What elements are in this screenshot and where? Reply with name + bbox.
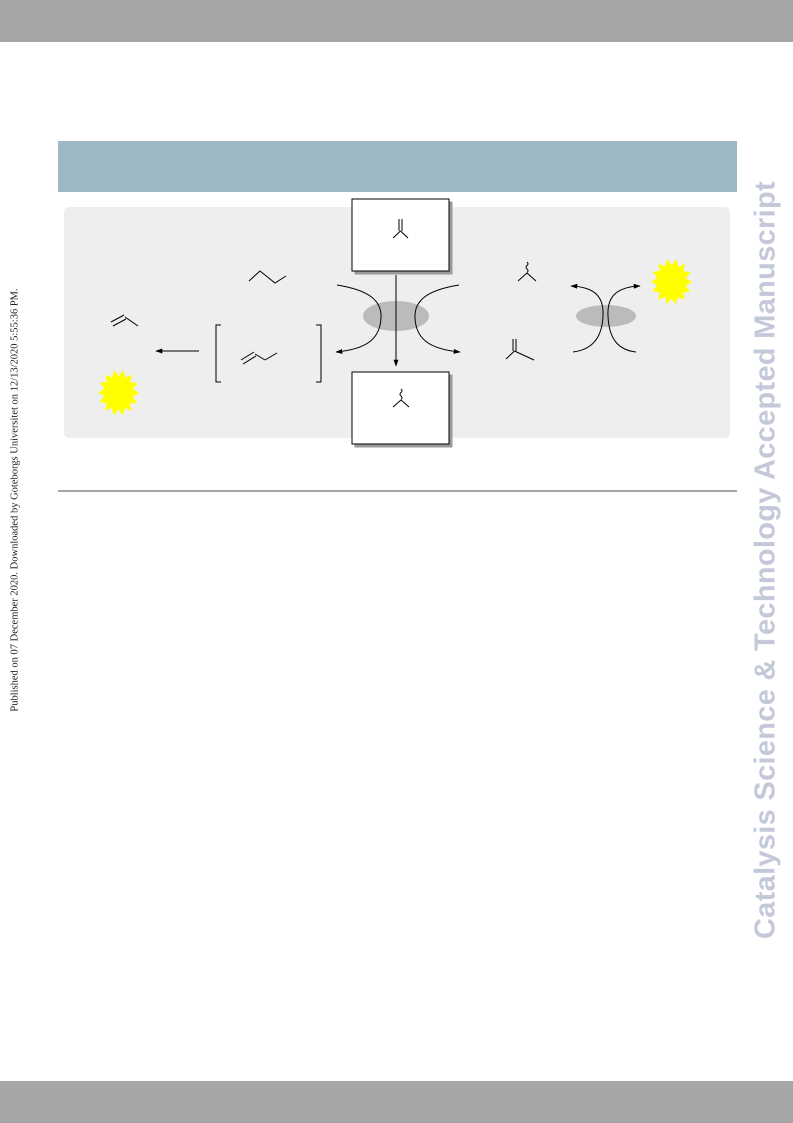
catalyst-ellipse-right [576, 305, 636, 327]
isobutene-structure [392, 219, 409, 239]
bracket-right [316, 324, 322, 383]
section-rule [58, 490, 737, 492]
isobutane-right-structure [517, 261, 537, 282]
isobutane-box [351, 371, 450, 445]
curved-arrow-right-b [607, 283, 641, 353]
graphical-abstract-header [58, 141, 737, 192]
curved-arrow-right [414, 284, 461, 354]
highlight-burst-left [98, 370, 139, 416]
butene-structure [240, 351, 278, 365]
highlight-burst-right [651, 259, 692, 305]
propene-structure [110, 314, 139, 327]
top-bar [0, 0, 793, 42]
isobutene-right-structure [505, 339, 535, 361]
isobutene-box [351, 198, 450, 272]
butane-structure [248, 270, 287, 284]
bracket-left [215, 324, 221, 383]
curved-arrow-left [335, 284, 382, 354]
isobutane-structure [392, 388, 410, 408]
bottom-bar [0, 1081, 793, 1123]
curved-arrow-right-a [570, 283, 604, 353]
reaction-scheme [98, 198, 692, 445]
